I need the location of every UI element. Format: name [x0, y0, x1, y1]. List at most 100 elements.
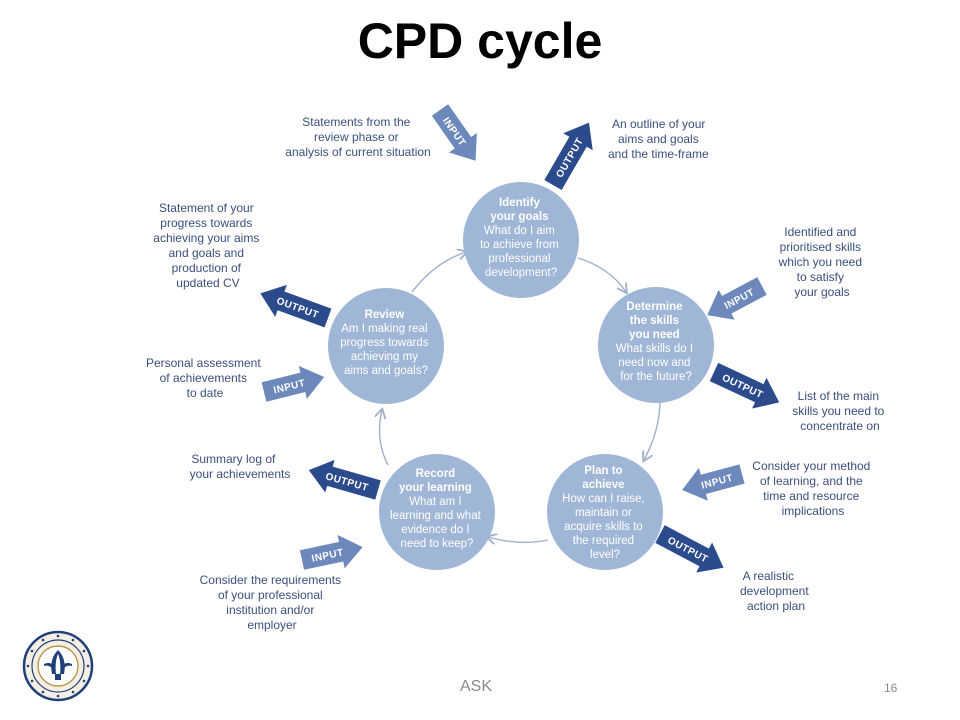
- stage-identify-line: Identify: [499, 197, 540, 209]
- stage-identify-line: What do I aim: [484, 225, 555, 237]
- connector-determine-to-plan: [644, 399, 661, 460]
- stage-determine-line: need now and: [618, 357, 690, 369]
- stage-record-text: Record your learning What am I learning …: [390, 468, 484, 550]
- note-line: institution and/or: [226, 603, 314, 617]
- stage-record-line: What am I: [409, 496, 461, 508]
- stage-review-text: Review Am I making real progress towards…: [340, 309, 431, 377]
- note-line: A realistic: [743, 569, 794, 583]
- note-line: List of the main: [798, 389, 879, 403]
- note-plan-output: A realistic development action plan: [740, 569, 812, 613]
- stage-determine: Determine the skills you need What skill…: [598, 287, 714, 403]
- stage-identify-line: your goals: [490, 211, 548, 223]
- stage-record-line: need to keep?: [401, 538, 474, 550]
- note-review-output: Statement of your progress towards achie…: [153, 201, 262, 290]
- stage-record: Record your learning What am I learning …: [379, 454, 495, 570]
- stage-review-line: achieving my: [351, 351, 418, 363]
- note-line: of learning, and the: [760, 474, 863, 488]
- cycle-connectors: [380, 252, 661, 542]
- stage-identify-line: to achieve from: [480, 239, 559, 251]
- note-line: time and resource: [763, 489, 859, 503]
- note-line: progress towards: [160, 216, 252, 230]
- note-line: employer: [247, 618, 296, 632]
- note-line: Statement of your: [159, 201, 254, 215]
- note-line: of achievements: [160, 371, 247, 385]
- stage-determine-text: Determine the skills you need What skill…: [616, 301, 697, 383]
- stage-identify-text: Identify your goals What do I aim to ach…: [480, 197, 562, 279]
- note-line: skills you need to: [792, 404, 884, 418]
- note-line: your achievements: [190, 467, 291, 481]
- note-identify-output: An outline of your aims and goals and th…: [608, 117, 709, 161]
- stage-review-line: progress towards: [340, 337, 428, 349]
- stage-record-line: your learning: [399, 482, 472, 494]
- determine-input-arrow: INPUT: [707, 277, 767, 320]
- note-line: Statements from the: [302, 115, 410, 129]
- page-number: 16: [884, 681, 898, 695]
- note-line: concentrate on: [800, 419, 879, 433]
- identify-output-arrow: OUTPUT: [544, 122, 593, 190]
- stage-plan-text: Plan to achieve How can I raise, maintai…: [562, 465, 648, 561]
- record-input-arrow: INPUT: [299, 535, 363, 570]
- stage-review: Review Am I making real progress towards…: [328, 288, 444, 404]
- note-record-input: Consider the requirements of your profes…: [200, 573, 345, 632]
- stage-plan-line: the required: [573, 535, 634, 547]
- stage-review-circle: [328, 288, 444, 404]
- note-line: analysis of current situation: [285, 145, 430, 159]
- plan-output-arrow: OUTPUT: [655, 525, 724, 573]
- footer-text: ASK: [460, 678, 493, 695]
- note-line: of your professional: [218, 588, 323, 602]
- note-identify-input: Statements from the review phase or anal…: [285, 115, 430, 159]
- note-line: aims and goals: [618, 132, 699, 146]
- stage-review-line: Am I making real: [341, 323, 427, 335]
- page-title: CPD cycle: [357, 13, 603, 69]
- note-line: Summary log of: [191, 452, 276, 466]
- note-line: review phase or: [314, 130, 399, 144]
- stage-determine-line: Determine: [626, 301, 682, 313]
- stage-plan-line: achieve: [582, 479, 624, 491]
- note-line: prioritised skills: [780, 240, 861, 254]
- stage-plan-circle: [547, 454, 663, 570]
- note-determine-output: List of the main skills you need to conc…: [792, 389, 887, 433]
- review-output-arrow: OUTPUT: [260, 284, 332, 328]
- note-line: which you need: [778, 255, 862, 269]
- stage-plan-line: Plan to: [584, 465, 622, 477]
- note-line: Consider your method: [752, 459, 870, 473]
- determine-output-arrow: OUTPUT: [709, 362, 780, 409]
- connector-plan-to-record: [488, 537, 549, 542]
- stage-identify-line: professional: [488, 253, 550, 265]
- stage-determine-circle: [598, 287, 714, 403]
- connector-identify-to-determine: [577, 257, 626, 292]
- stage-review-line: Review: [365, 309, 405, 321]
- note-line: achieving your aims: [153, 231, 259, 245]
- note-determine-input: Identified and prioritised skills which …: [778, 225, 866, 299]
- plan-input-arrow: INPUT: [682, 464, 745, 501]
- stage-plan-line: acquire skills to: [564, 521, 643, 533]
- stage-determine-line: the skills: [630, 315, 679, 327]
- note-record-output: Summary log of your achievements: [190, 452, 291, 481]
- note-line: and the time-frame: [608, 147, 709, 161]
- stage-determine-line: What skills do I: [616, 343, 693, 355]
- note-line: Personal assessment: [146, 356, 261, 370]
- record-output-arrow: OUTPUT: [308, 459, 381, 500]
- note-line: An outline of your: [612, 117, 705, 131]
- stage-record-line: learning and what: [390, 510, 482, 522]
- stage-plan: Plan to achieve How can I raise, maintai…: [547, 454, 663, 570]
- note-line: implications: [782, 504, 845, 518]
- note-line: development: [740, 584, 809, 598]
- note-line: action plan: [747, 599, 805, 613]
- university-seal-logo: [22, 630, 94, 702]
- stage-identify: Identify your goals What do I aim to ach…: [463, 182, 579, 298]
- stage-determine-line: you need: [629, 329, 679, 341]
- note-review-input: Personal assessment of achievements to d…: [146, 356, 264, 400]
- review-input-arrow: INPUT: [261, 365, 325, 402]
- stage-record-circle: [379, 454, 495, 570]
- connector-review-to-identify: [411, 252, 466, 293]
- note-plan-input: Consider your method of learning, and th…: [752, 459, 873, 518]
- stage-plan-line: level?: [590, 549, 620, 561]
- identify-input-arrow: INPUT: [431, 104, 477, 161]
- note-line: to date: [187, 386, 224, 400]
- stage-determine-line: for the future?: [620, 371, 692, 383]
- stage-identify-circle: [463, 182, 579, 298]
- stage-review-line: aims and goals?: [344, 365, 428, 377]
- stage-identify-line: development?: [485, 267, 557, 279]
